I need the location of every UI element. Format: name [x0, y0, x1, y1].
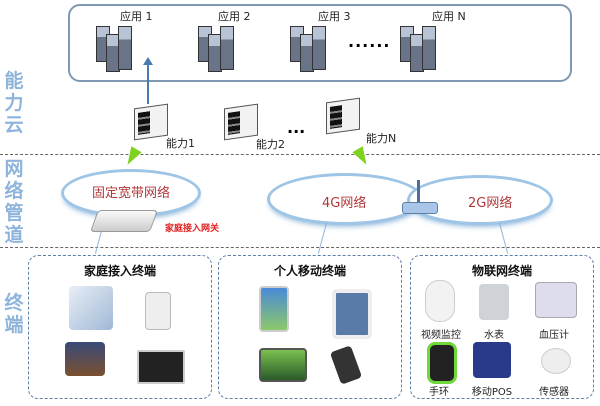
water-meter-icon	[479, 284, 509, 320]
ip-camera-icon	[145, 292, 171, 330]
capability-label: 能力2	[256, 138, 285, 151]
device-label: 手环	[429, 387, 449, 398]
cell-tower-icon	[402, 180, 438, 220]
layer-divider	[0, 247, 600, 248]
device-label: 血压计	[539, 330, 569, 341]
network-label-fixed: 固定宽带网络	[92, 186, 171, 201]
layer-divider	[0, 154, 600, 155]
pda-icon	[259, 286, 289, 332]
arrow-up	[147, 62, 149, 104]
terminal-group-home: 家庭接入终端	[28, 255, 212, 399]
gateway-label: 家庭接入网关	[165, 224, 220, 234]
tv-icon	[137, 350, 185, 384]
wireless-bolt-icon	[352, 146, 372, 168]
laptop-icon	[259, 348, 307, 382]
device-label: 传感器	[539, 387, 569, 398]
capabilities-ellipsis: ...	[287, 118, 306, 137]
network-label-4g: 4G网络	[322, 196, 367, 211]
capability-server-icon	[224, 103, 258, 141]
tablet-icon	[333, 290, 371, 338]
sensor-icon	[541, 348, 571, 374]
connector-line	[94, 230, 103, 254]
side-label-cloud: 能力云	[4, 70, 24, 136]
device-label: 移动POS	[471, 387, 513, 398]
apps-ellipsis: ......	[348, 32, 391, 51]
mobile-pos-icon	[473, 342, 511, 378]
app-label: 应用 1	[120, 10, 153, 23]
wireless-bolt-icon	[122, 146, 142, 168]
side-label-terminal: 终端	[4, 292, 24, 336]
desktop-pc-icon	[69, 286, 113, 330]
app-label: 应用 N	[432, 10, 466, 23]
mobile-phone-icon	[329, 345, 363, 385]
home-gateway-icon	[89, 210, 159, 232]
capability-server-icon	[134, 103, 168, 141]
capability-server-icon	[326, 97, 360, 135]
terminal-group-title: 物联网终端	[471, 264, 532, 278]
terminal-group-title: 个人移动终端	[273, 264, 346, 278]
device-label: 视频监控	[421, 330, 461, 341]
video-phone-icon	[65, 342, 105, 376]
app-label: 应用 3	[318, 10, 351, 23]
terminal-group-iot: 物联网终端 视频监控 水表 血压计 手环 移动POS 传感器	[410, 255, 594, 399]
terminal-group-title: 家庭接入终端	[83, 264, 156, 278]
device-label: 水表	[484, 330, 504, 341]
application-layer-box	[68, 4, 572, 82]
app-label: 应用 2	[218, 10, 251, 23]
video-surveillance-icon	[425, 280, 455, 322]
cloud-2g	[410, 178, 550, 222]
arrow-head-icon	[143, 57, 153, 65]
capability-label: 能力1	[166, 137, 195, 150]
cloud-4g	[270, 176, 420, 222]
connector-line	[498, 222, 509, 254]
cloud-fixed-broadband	[64, 172, 198, 214]
blood-pressure-meter-icon	[535, 282, 577, 318]
connector-line	[317, 222, 328, 254]
side-label-network: 网络管道	[4, 158, 24, 246]
capability-label: 能力N	[366, 132, 397, 145]
terminal-group-mobile: 个人移动终端	[218, 255, 402, 399]
wristband-icon	[427, 342, 457, 384]
network-label-2g: 2G网络	[468, 196, 513, 211]
